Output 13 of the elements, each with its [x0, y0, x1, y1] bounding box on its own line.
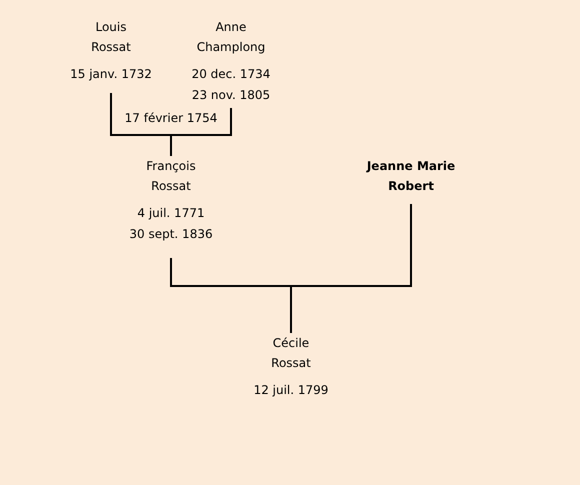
- person-name: Anne Champlong: [196, 19, 266, 56]
- date-text: 4 juil. 1771: [137, 205, 205, 222]
- person-name: Louis Rossat: [90, 19, 132, 56]
- person-name: Jeanne Marie Robert: [365, 158, 456, 195]
- date-text: 15 janv. 1732: [70, 66, 152, 83]
- family-line: [110, 92, 232, 157]
- person-name: Cécile Rossat: [270, 335, 312, 372]
- date-text: 30 sept. 1836: [129, 226, 213, 243]
- date-text: 12 juil. 1799: [254, 382, 328, 399]
- family-line: [170, 203, 412, 334]
- date-text: 23 nov. 1805: [192, 87, 270, 104]
- person-name: François Rossat: [145, 158, 197, 195]
- date-text: 20 dec. 1734: [192, 66, 270, 83]
